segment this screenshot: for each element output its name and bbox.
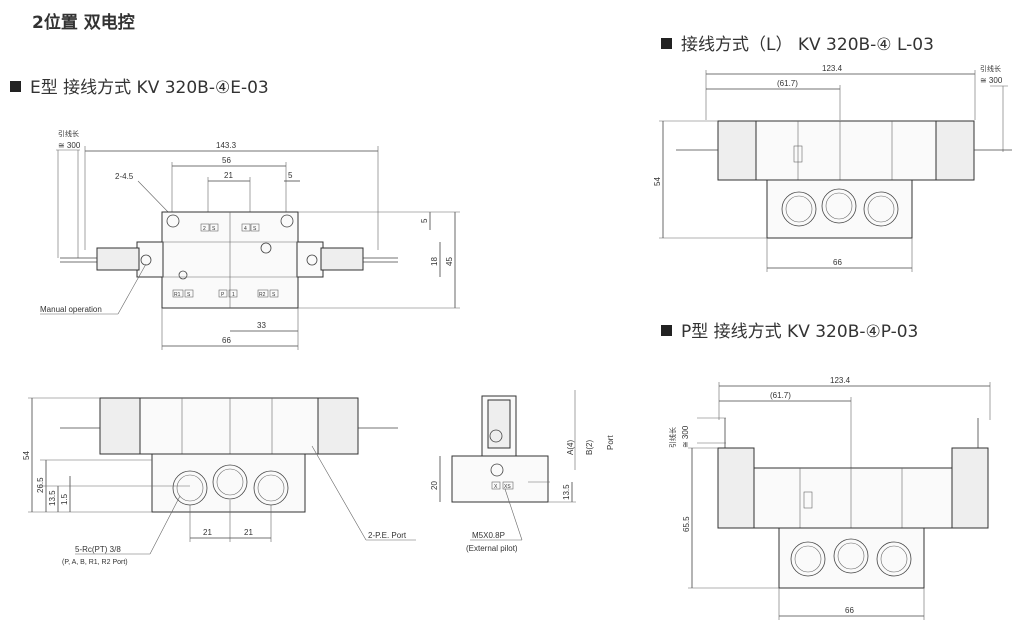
m5-label: M5X0.8P [472, 531, 505, 540]
marker-s-bottom-right: S [272, 292, 276, 298]
dim-66-l: 66 [833, 258, 842, 267]
marker-r1: R1 [174, 292, 181, 298]
lead-300-label: ≅ 300 [58, 141, 81, 150]
section-title-l-type-text: 接线方式（L） KV 320B-④ L-03 [681, 35, 934, 55]
l-type-view: 123.4 (61.7) 引线长 ≅ 300 54 66 [653, 64, 1012, 272]
lead-300-label-l: ≅ 300 [980, 76, 1003, 85]
dim-13-5-front: 13.5 [48, 490, 57, 506]
marker-s-top-left: S [212, 226, 216, 232]
dim-65-5: 65.5 [682, 516, 691, 532]
lead-300-label-p: ≅ 300 [681, 425, 690, 448]
ports-5-rc-label: 5-Rc(PT) 3/8 [75, 545, 121, 554]
dim-20: 20 [430, 481, 439, 490]
marker-s-top-right: S [253, 226, 257, 232]
lead-length-label-l: 引线长 [980, 64, 1001, 73]
dim-13-5-side: 13.5 [562, 484, 571, 500]
p-type-view: 123.4 (61.7) 引线长 ≅ 300 65.5 66 [668, 376, 991, 620]
dim-123-4-p: 123.4 [830, 376, 851, 385]
bullet-square-icon [10, 81, 21, 92]
dim-66-top-view: 66 [222, 336, 231, 345]
dim-54-l: 54 [653, 177, 662, 186]
dim-18: 18 [430, 257, 439, 266]
dim-61-7-p: (61.7) [770, 391, 791, 400]
dim-5-top: 5 [288, 171, 293, 180]
e-type-front-view: 54 26.5 13.5 1.5 21 21 5-Rc(PT) 3/8 (P, … [22, 397, 416, 566]
bullet-square-icon [661, 325, 672, 336]
lead-length-label: 引线长 [58, 129, 79, 138]
dim-21-top: 21 [224, 171, 233, 180]
dim-56: 56 [222, 156, 231, 165]
marker-p: P [221, 292, 225, 298]
dim-5-right: 5 [420, 218, 429, 223]
dim-66-p: 66 [845, 606, 854, 615]
marker-2-left: 2 [203, 226, 206, 232]
page-title: 2位置 双电控 [32, 13, 135, 33]
dim-123-4-l: 123.4 [822, 64, 843, 73]
marker-s-bottom-left: S [187, 292, 191, 298]
section-title-e-type: E型 接线方式 KV 320B-④E-03 [10, 73, 269, 98]
marker-xs: XS [504, 484, 511, 490]
dim-143-3: 143.3 [216, 141, 237, 150]
dim-1-5: 1.5 [60, 493, 69, 505]
marker-x: X [494, 484, 498, 490]
dim-21-front-left: 21 [203, 528, 212, 537]
section-title-e-type-text: E型 接线方式 KV 320B-④E-03 [30, 78, 269, 98]
dim-54-front: 54 [22, 451, 31, 460]
external-pilot-label: (External pilot) [466, 544, 518, 553]
section-title-l-type: 接线方式（L） KV 320B-④ L-03 [661, 30, 934, 55]
dim-61-7-l: (61.7) [777, 79, 798, 88]
section-title-p-type-text: P型 接线方式 KV 320B-④P-03 [681, 322, 919, 342]
dim-26-5: 26.5 [36, 477, 45, 493]
dim-45: 45 [445, 257, 454, 266]
marker-r2: R2 [259, 292, 266, 298]
e-type-side-view: X XS 20 13.5 A(4) B(2) Port M5X0.8P (Ext… [430, 390, 615, 553]
dim-33: 33 [257, 321, 266, 330]
port-a4-label: A(4) [566, 440, 575, 455]
bullet-square-icon [661, 38, 672, 49]
pe-port-label: 2-P.E. Port [368, 531, 407, 540]
ports-5-rc-sub-label: (P, A, B, R1, R2 Port) [62, 559, 128, 566]
manual-operation-label: Manual operation [40, 305, 102, 314]
port-b2-label: B(2) [585, 440, 594, 455]
marker-4: 4 [244, 226, 247, 232]
port-label: Port [606, 435, 615, 450]
e-type-top-view: 引线长 ≅ 300 143.3 56 21 5 2-4.5 [40, 129, 460, 350]
dim-21-front-right: 21 [244, 528, 253, 537]
hole-label: 2-4.5 [115, 172, 134, 181]
section-title-p-type: P型 接线方式 KV 320B-④P-03 [661, 317, 918, 342]
marker-1: 1 [232, 292, 235, 298]
lead-length-label-p: 引线长 [668, 427, 677, 448]
